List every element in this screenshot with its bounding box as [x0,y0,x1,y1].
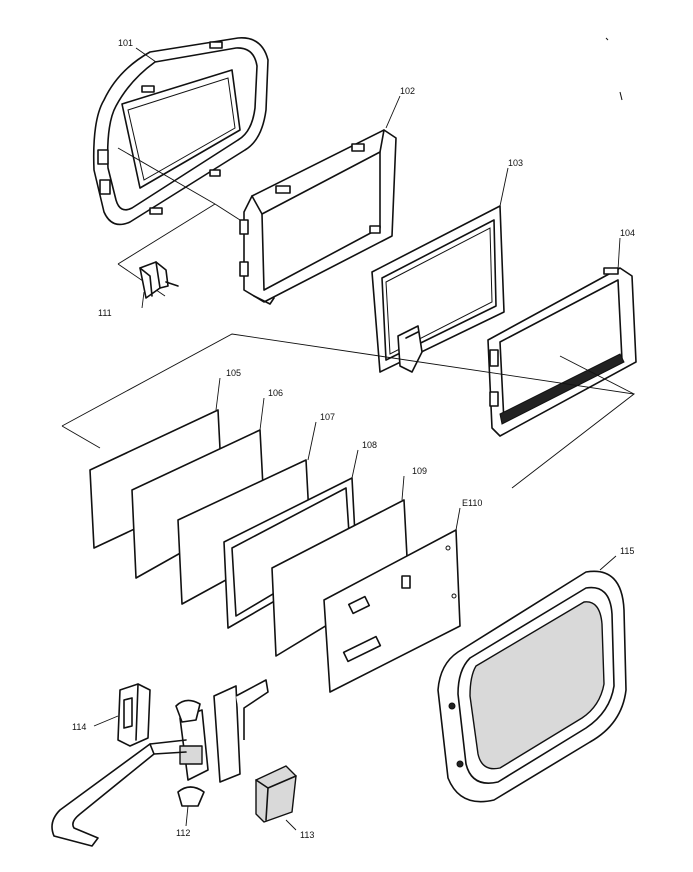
part-101-front-bezel [92,37,269,226]
label-112: 112 [176,828,190,838]
label-109: 109 [412,466,427,476]
part-104-backlight-frame [487,267,637,437]
label-105: 105 [226,368,241,378]
label-103: 103 [508,158,523,168]
label-108: 108 [362,440,377,450]
label-114: 114 [72,722,86,732]
part-113-cap [255,765,297,823]
part-114-bracket [117,683,151,747]
label-102: 102 [400,86,415,96]
label-115: 115 [620,546,634,556]
label-104: 104 [620,228,635,238]
part-112-hinge-assembly [51,679,269,847]
label-111: 111 [98,308,112,318]
label-113: 113 [300,830,314,840]
part-111-bracket [139,261,179,299]
part-e110-circuit-board [323,529,461,693]
label-107: 107 [320,412,335,422]
label-101: 101 [118,38,133,48]
label-e110: E110 [462,498,482,508]
label-106: 106 [268,388,283,398]
part-115-rear-cover [437,570,627,803]
leader-lines [93,47,621,831]
part-102-chassis-frame [239,129,397,305]
part-103-lcd-panel [371,205,505,373]
callout-labels: 101 102 103 104 105 106 107 108 109 E110… [72,38,635,840]
